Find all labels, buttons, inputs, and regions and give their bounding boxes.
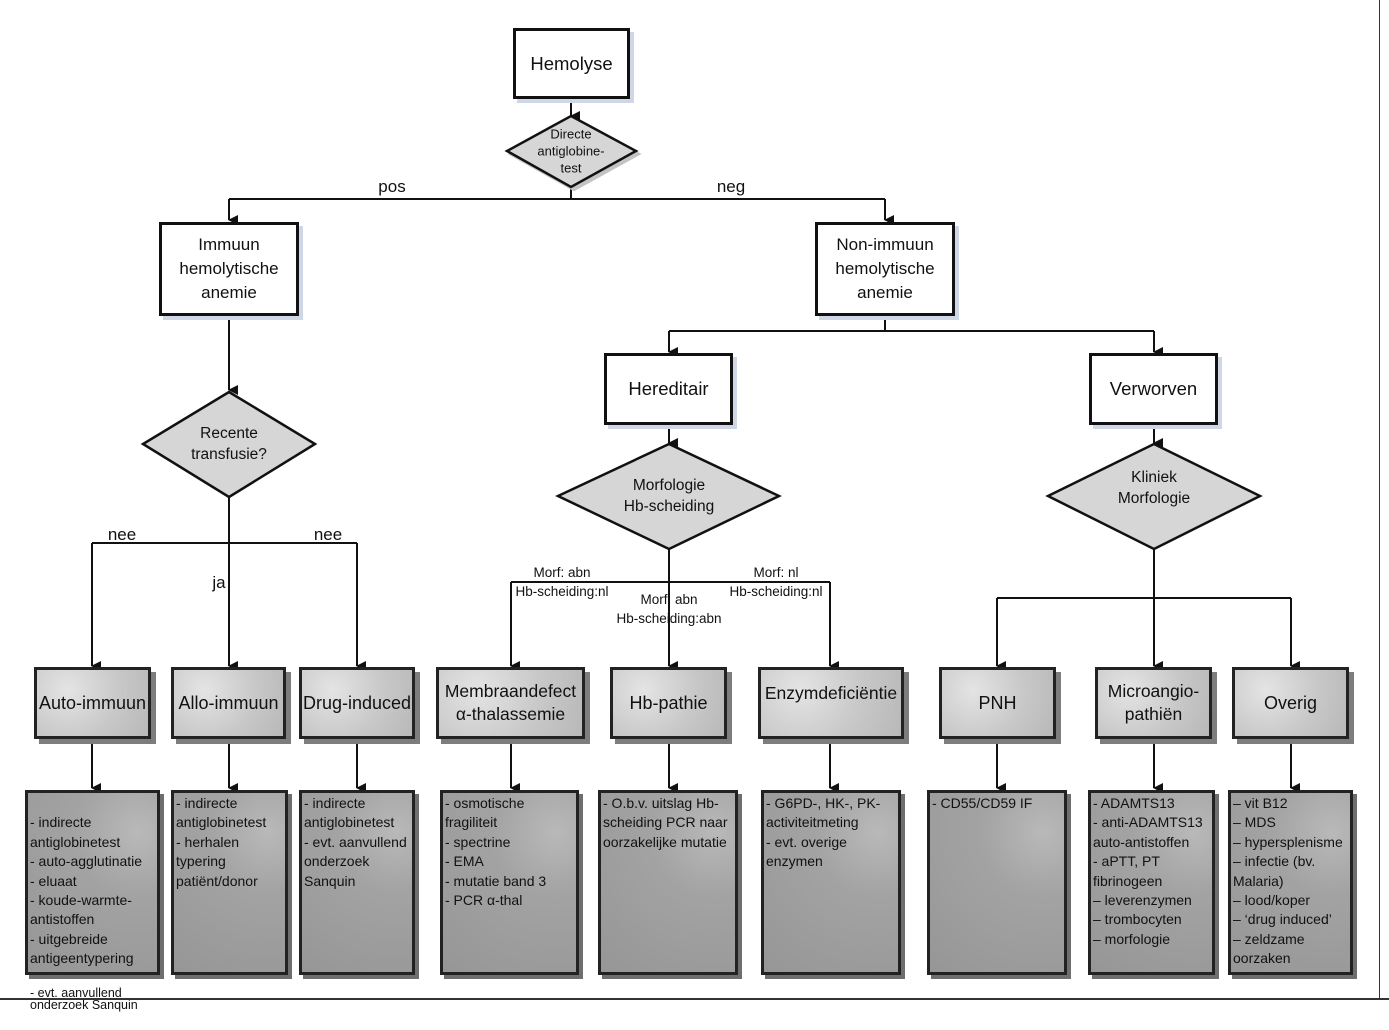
edge-label-nee-left: nee [107,525,137,544]
edge-label-morf-abn-abn: Morf: abn Hb-scheiding:abn [616,592,722,626]
edge-label-neg: neg [716,177,746,196]
edge-label-morf-nl-nl: Morf: nl Hb-scheiding:nl [729,565,823,599]
microangio-details: - ADAMTS13 - anti-ADAMTS13 auto-antistof… [1088,790,1215,975]
verworven-box: Verworven [1089,353,1218,425]
auto-immuun-details-text: - indirecte antiglobinetest - auto-agglu… [30,814,143,967]
microangio-box: Microangio- pathiën [1095,667,1212,739]
directe-test-diamond [504,114,639,189]
kliniek-text: Kliniek Morfologie [1117,469,1191,507]
allo-immuun-details: - indirecte antiglobinetest - herhalen t… [171,790,288,975]
edge-label-morf-abn-nl: Morf: abn Hb-scheiding:nl [515,565,609,599]
auto-immuun-box: Auto-immuun [34,667,151,739]
hb-pathie-details: - O.b.v. uitslag Hb- scheiding PCR naar … [598,790,738,975]
hereditair-box: Hereditair [604,353,733,425]
enzymdeficientie-box: Enzymdeficiëntie [758,667,904,739]
auto-immuun-details: - indirecte antiglobinetest - auto-agglu… [25,790,160,1011]
hemolyse-box: Hemolyse [513,28,630,99]
morfologie-diamond [555,442,782,551]
hb-pathie-box: Hb-pathie [610,667,727,739]
immuun-box: Immuun hemolytische anemie [159,222,299,316]
pnh-details: - CD55/CD59 IF [927,790,1067,975]
enzymdeficientie-details: - G6PD-, HK-, PK- activiteitmeting - evt… [761,790,901,975]
allo-immuun-box: Allo-immuun [171,667,286,739]
frame-bottom-line [0,998,1389,1000]
connector-lines [91,98,1300,793]
pnh-box: PNH [939,667,1056,739]
frame-right-line [1379,0,1380,1000]
kliniek-diamond [1045,442,1263,551]
transfusie-diamond [140,390,318,499]
edge-label-nee-right: nee [313,525,343,544]
transfusie-text: Recente transfusie? [191,425,267,463]
edge-label-pos: pos [378,177,406,196]
membraandefect-details: - osmotische fragiliteit - spectrine - E… [440,790,579,975]
edge-label-ja: ja [212,573,226,592]
morfologie-text: Morfologie Hb-scheiding [623,477,715,515]
overig-details: – vit B12 – MDS – hypersplenisme – infec… [1228,790,1353,975]
membraandefect-box: Membraandefect α-thalassemie [436,667,585,739]
drug-induced-box: Drug-induced [299,667,415,739]
drug-induced-details: - indirecte antiglobinetest - evt. aanvu… [299,790,415,975]
directe-test-text: Directe antiglobine- test [537,126,605,176]
overig-box: Overig [1232,667,1349,739]
non-immuun-box: Non-immuun hemolytische anemie [815,222,955,316]
